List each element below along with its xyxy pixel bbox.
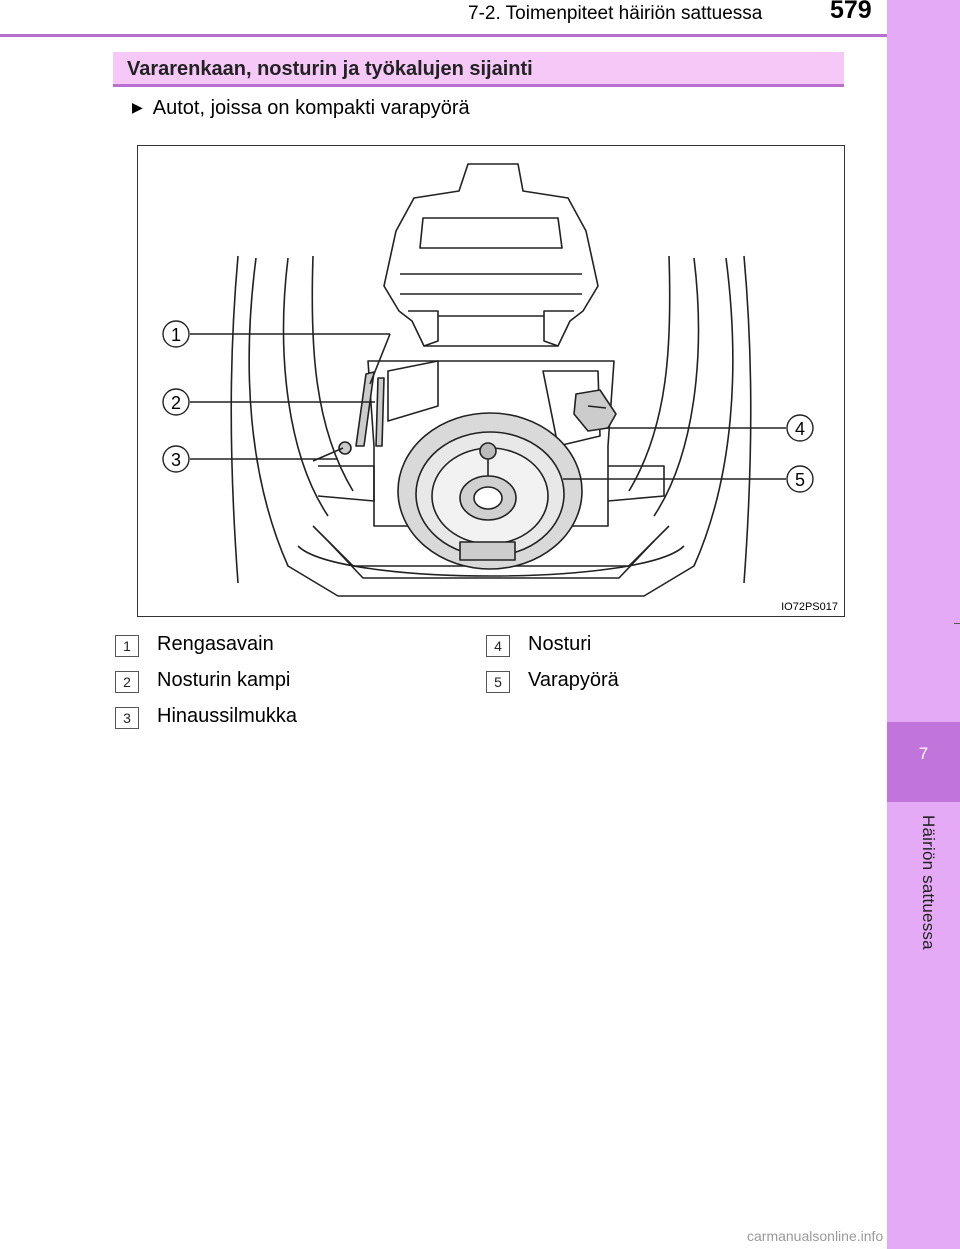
towing-eye	[338, 441, 352, 455]
jack-crank	[375, 377, 385, 447]
trunk-drawing: 1 2 3 4 5	[162, 163, 814, 597]
body-left-outline	[230, 255, 239, 584]
bullet-line: ▶ Autot, joissa on kompakti varapyörä	[132, 97, 470, 120]
callout-markers: 1 2 3 4 5	[162, 320, 814, 493]
chapter-sidebar	[887, 0, 960, 1249]
lug-wrench	[355, 371, 375, 447]
page-number: 579	[830, 0, 872, 24]
legend-badge: 1	[115, 635, 139, 657]
triangle-bullet-icon: ▶	[132, 99, 143, 115]
jack	[573, 389, 617, 432]
callout-label-1: 1	[171, 325, 181, 345]
callout-circle-1	[162, 320, 190, 348]
legend-label: Varapyörä	[528, 669, 619, 691]
callout-circle-3	[162, 445, 190, 473]
legend-badge: 2	[115, 671, 139, 693]
legend-badge: 3	[115, 707, 139, 729]
bullet-text: Autot, joissa on kompakti varapyörä	[152, 97, 470, 119]
callout-label-3: 3	[171, 450, 181, 470]
callout-circle-2	[162, 388, 190, 416]
section-title-band: Vararenkaan, nosturin ja työkalujen sija…	[113, 52, 844, 87]
callout-label-5: 5	[795, 470, 805, 490]
chapter-tab[interactable]: 7	[887, 722, 960, 802]
running-header-title: 7-2. Toimenpiteet häiriön sattuessa	[468, 3, 763, 24]
legend-label: Rengasavain	[157, 633, 274, 655]
callout-label-2: 2	[171, 393, 181, 413]
callout-circle-4	[786, 414, 814, 442]
margin-tick	[954, 623, 960, 624]
figure-code: IO72PS017	[781, 601, 838, 613]
callout-label-4: 4	[795, 419, 805, 439]
body-right-outline	[743, 255, 752, 584]
chapter-number: 7	[918, 744, 929, 763]
trunk-illustration: 1 2 3 4 5 IO72PS017	[137, 145, 845, 617]
legend-label: Hinaussilmukka	[157, 705, 298, 727]
watermark: carmanualsonline.info	[747, 1228, 884, 1244]
callout-circle-5	[786, 465, 814, 493]
legend-label: Nosturin kampi	[157, 669, 291, 691]
section-title: Vararenkaan, nosturin ja työkalujen sija…	[127, 58, 533, 80]
chapter-label: Häiriön sattuessa	[919, 815, 938, 950]
legend-badge: 4	[486, 635, 510, 657]
legend-label: Nosturi	[528, 633, 592, 655]
header-divider	[0, 34, 887, 37]
legend-badge: 5	[486, 671, 510, 693]
